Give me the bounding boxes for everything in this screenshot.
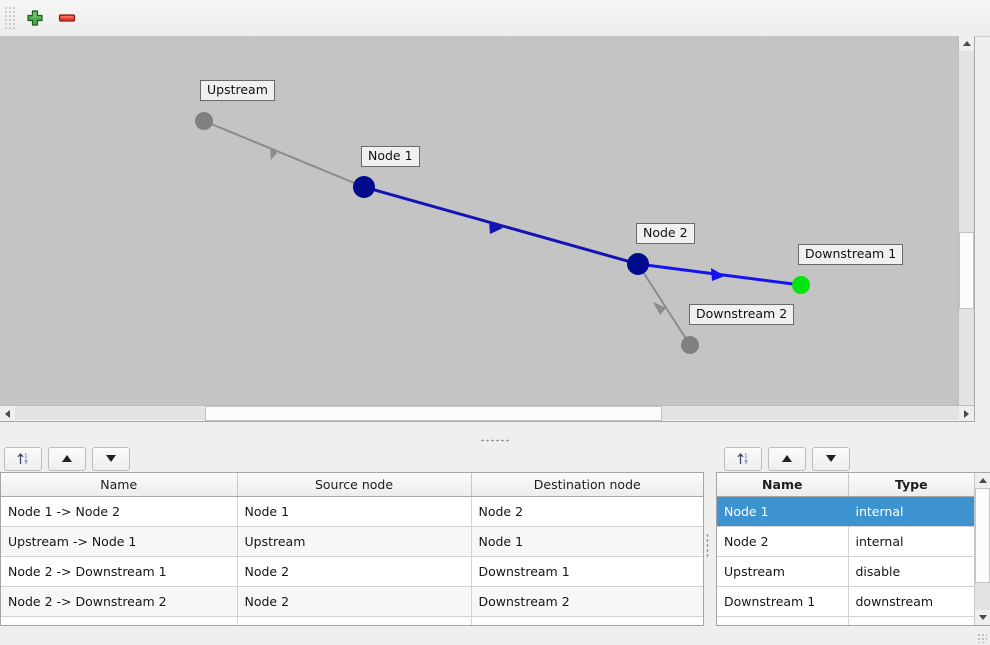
graph-label-downstream2[interactable]: Downstream 2 <box>689 304 795 325</box>
graph-node-downstream2[interactable] <box>681 336 699 354</box>
canvas-vertical-scroll-thumb[interactable] <box>959 232 974 309</box>
edges-table: Name Source node Destination node Node 1… <box>1 473 703 625</box>
nodes-header-type[interactable]: Type <box>848 473 974 497</box>
edge-upstream-node1[interactable] <box>203 120 365 188</box>
edges-header-name[interactable]: Name <box>1 473 238 497</box>
canvas-horizontal-scrollbar[interactable] <box>0 405 974 421</box>
nodes-pane: 1 9 Name Type <box>711 445 990 626</box>
edges-cell-name: Node 2 -> Downstream 2 <box>1 586 238 617</box>
nodes-cell-name: Upstream <box>717 556 849 587</box>
table-row[interactable]: Upstream disable <box>717 556 974 587</box>
edges-cell-source: Node 2 <box>237 556 472 587</box>
nodes-cell-type: internal <box>848 526 974 557</box>
canvas-scroll-up-button[interactable] <box>959 36 974 51</box>
table-row[interactable]: Node 2 internal <box>717 526 974 557</box>
plus-icon <box>27 10 43 26</box>
svg-text:9: 9 <box>744 460 747 466</box>
window-resize-grip[interactable] <box>977 633 987 643</box>
nodes-table: Name Type Node 1 internal Node 2 interna… <box>717 473 974 625</box>
toolbar-drag-handle[interactable] <box>3 7 15 29</box>
svg-text:1: 1 <box>744 454 747 460</box>
table-row[interactable]: Node 1 -> Node 2 Node 1 Node 2 <box>1 496 703 527</box>
edges-cell-source: Node 2 <box>237 586 472 617</box>
nodes-cell-type: downstream <box>848 586 974 617</box>
remove-node-button[interactable] <box>51 2 83 34</box>
vertical-splitter-grip <box>706 533 709 559</box>
edge-node1-node2[interactable] <box>363 185 639 266</box>
edges-cell-destination: Downstream 1 <box>471 556 703 587</box>
splitter-grip <box>480 439 510 442</box>
nodes-sort-button[interactable]: 1 9 <box>724 446 762 471</box>
edges-cell-name: Upstream -> Node 1 <box>1 526 238 557</box>
vertical-splitter[interactable] <box>704 445 711 626</box>
graph-node-node2[interactable] <box>627 253 649 275</box>
edges-cell-destination: Node 1 <box>471 526 703 557</box>
nodes-header-name[interactable]: Name <box>717 473 849 497</box>
edges-sort-button[interactable]: 1 9 <box>4 446 42 471</box>
nodes-cell-type: disable <box>848 556 974 587</box>
edges-cell-name: Node 1 -> Node 2 <box>1 496 238 527</box>
table-row[interactable]: Node 2 -> Downstream 1 Node 2 Downstream… <box>1 556 703 587</box>
edges-table-container[interactable]: Name Source node Destination node Node 1… <box>0 472 704 626</box>
edge-node2-downstream2[interactable] <box>637 263 691 346</box>
table-row[interactable]: Downstream 1 downstream <box>717 586 974 617</box>
edges-move-down-button[interactable] <box>92 446 130 471</box>
add-node-button[interactable] <box>19 2 51 34</box>
nodes-move-down-button[interactable] <box>812 446 850 471</box>
table-empty-row <box>717 616 974 625</box>
table-row[interactable]: Upstream -> Node 1 Upstream Node 1 <box>1 526 703 557</box>
minus-icon <box>58 14 76 22</box>
edges-cell-source: Upstream <box>237 526 472 557</box>
canvas-scroll-left-button[interactable] <box>0 406 15 421</box>
edges-table-header-row: Name Source node Destination node <box>1 473 703 497</box>
edges-move-up-button[interactable] <box>48 446 86 471</box>
edges-header-destination[interactable]: Destination node <box>471 473 703 497</box>
nodes-scroll-up-button[interactable] <box>975 473 990 488</box>
graph-node-node1[interactable] <box>353 176 375 198</box>
nodes-table-header-row: Name Type <box>717 473 974 497</box>
nodes-cell-name: Downstream 1 <box>717 586 849 617</box>
graph-node-downstream1[interactable] <box>792 276 810 294</box>
sort-ascending-icon: 1 9 <box>17 453 27 466</box>
edges-pane: 1 9 Name Source node <box>0 445 704 626</box>
bottom-panel: 1 9 Name Source node <box>0 445 990 645</box>
nodes-table-container[interactable]: Name Type Node 1 internal Node 2 interna… <box>716 472 990 626</box>
graph-canvas[interactable]: Upstream Node 1 Node 2 Downstream 1 Down… <box>0 36 975 422</box>
nodes-cell-name: Node 2 <box>717 526 849 557</box>
sort-ascending-icon: 1 9 <box>737 453 747 466</box>
nodes-table-scrollbar[interactable] <box>974 473 990 625</box>
main-toolbar <box>0 0 990 37</box>
nodes-cell-name: Node 1 <box>717 496 849 527</box>
graph-label-downstream1[interactable]: Downstream 1 <box>798 244 904 265</box>
svg-text:9: 9 <box>24 460 27 466</box>
horizontal-splitter[interactable] <box>0 436 990 445</box>
edges-toolbar: 1 9 <box>0 445 704 472</box>
edges-cell-name: Node 2 -> Downstream 1 <box>1 556 238 587</box>
nodes-cell-type: internal <box>848 496 974 527</box>
canvas-scroll-right-button[interactable] <box>959 406 974 421</box>
edges-cell-destination: Node 2 <box>471 496 703 527</box>
table-empty-row <box>1 616 703 625</box>
canvas-horizontal-scroll-thumb[interactable] <box>205 406 662 421</box>
table-row[interactable]: Node 1 internal <box>717 496 974 527</box>
graph-svg <box>195 112 810 354</box>
table-row[interactable]: Node 2 -> Downstream 2 Node 2 Downstream… <box>1 586 703 617</box>
nodes-move-up-button[interactable] <box>768 446 806 471</box>
graph-label-upstream[interactable]: Upstream <box>200 80 275 101</box>
nodes-toolbar: 1 9 <box>711 445 990 472</box>
edge-node2-downstream1[interactable] <box>637 262 802 287</box>
nodes-scroll-down-button[interactable] <box>975 610 990 625</box>
edges-cell-destination: Downstream 2 <box>471 586 703 617</box>
canvas-vertical-scrollbar[interactable] <box>958 36 974 421</box>
graph-canvas-area: Upstream Node 1 Node 2 Downstream 1 Down… <box>0 36 990 436</box>
edges-header-source[interactable]: Source node <box>237 473 472 497</box>
graph-node-upstream[interactable] <box>195 112 213 130</box>
graph-label-node1[interactable]: Node 1 <box>361 146 420 167</box>
graph-label-node2[interactable]: Node 2 <box>636 223 695 244</box>
svg-text:1: 1 <box>24 454 27 460</box>
nodes-scroll-thumb[interactable] <box>975 488 990 583</box>
edges-cell-source: Node 1 <box>237 496 472 527</box>
